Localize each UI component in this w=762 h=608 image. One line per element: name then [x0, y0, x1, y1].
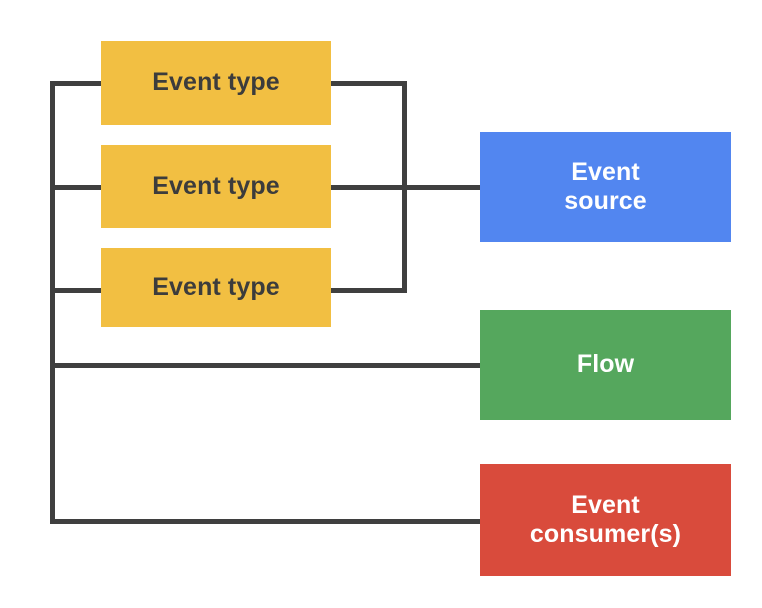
node-event-consumer-label: Event consumer(s) [529, 490, 682, 549]
node-event-type-1-label: Event type [152, 68, 280, 97]
node-event-type-3[interactable]: Event type [101, 248, 331, 327]
node-event-consumer[interactable]: Event consumer(s) [480, 464, 731, 576]
node-event-type-3-label: Event type [152, 272, 280, 301]
node-event-source[interactable]: Event source [480, 132, 731, 242]
node-event-type-2-label: Event type [152, 171, 280, 200]
node-event-type-2[interactable]: Event type [101, 145, 331, 228]
node-flow-label: Flow [576, 350, 635, 379]
node-event-source-label: Event source [564, 157, 647, 216]
node-flow[interactable]: Flow [480, 310, 731, 420]
node-event-type-1[interactable]: Event type [101, 41, 331, 125]
